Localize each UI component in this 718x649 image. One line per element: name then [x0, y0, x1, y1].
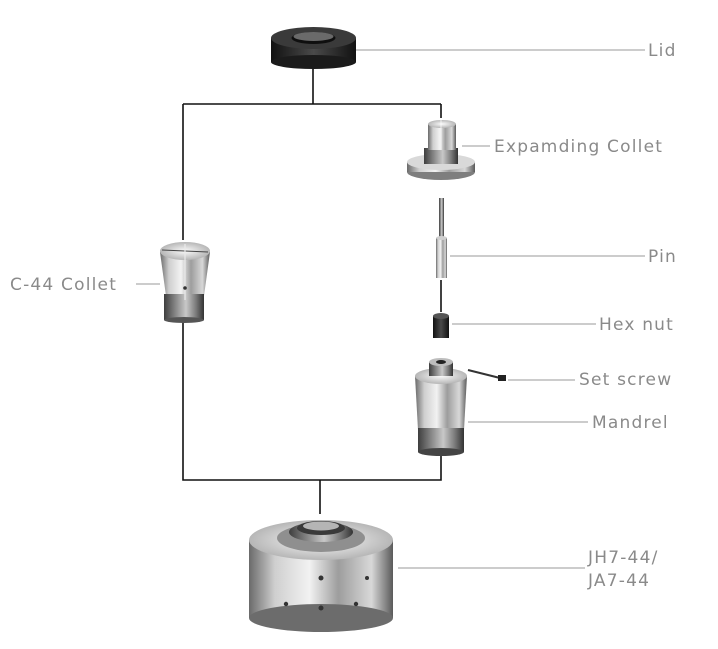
- c44-collet-part: [160, 242, 210, 323]
- assembly-frame: [182, 68, 442, 514]
- leader-lines: [136, 49, 645, 569]
- label-base-line1: JH7-44/: [587, 548, 659, 568]
- mandrel-part: [415, 358, 506, 456]
- label-base-line2: JA7-44: [587, 571, 650, 591]
- label-expanding-collet: Expamding Collet: [494, 137, 663, 157]
- pin-part: [436, 198, 447, 278]
- lid-part: [271, 27, 356, 69]
- set-screw-part: [467, 369, 506, 381]
- expanding-collet-part: [407, 120, 475, 180]
- label-mandrel: Mandrel: [592, 413, 669, 433]
- hex-nut-part: [433, 313, 449, 338]
- label-set-screw: Set screw: [579, 370, 672, 390]
- base-chuck-part: [249, 520, 393, 632]
- label-pin: Pin: [648, 247, 677, 267]
- label-lid: Lid: [648, 41, 677, 61]
- label-hex-nut: Hex nut: [599, 315, 674, 335]
- label-c44-collet: C-44 Collet: [10, 275, 117, 295]
